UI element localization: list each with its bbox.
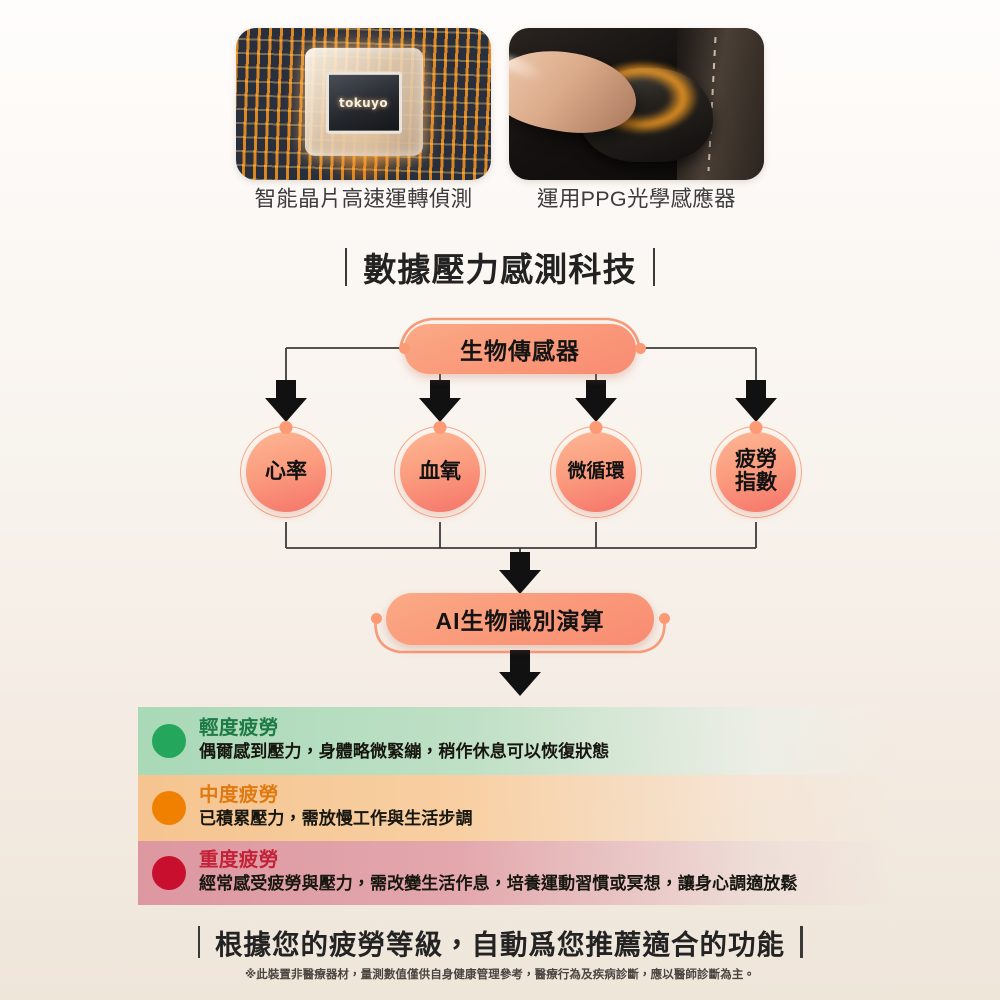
footer-divider-right bbox=[800, 926, 803, 958]
fatigue-level-moderate[interactable]: 中度疲勞 已積累壓力，需放慢工作與生活步調 bbox=[138, 775, 898, 841]
node-ai-algorithm[interactable]: AI生物識別演算 bbox=[386, 593, 654, 645]
level-severe-texts: 重度疲勞 經常感受疲勞與壓力，需改變生活作息，培養運動習慣或冥想，讓身心調適放鬆 bbox=[199, 849, 798, 897]
stress-sensing-flow-diagram: 生物傳感器 心率 血氧 微循環 bbox=[0, 300, 1000, 710]
chip-brand-label: tokuyo bbox=[339, 95, 388, 110]
finger-highlight-decoration bbox=[509, 51, 547, 84]
fatigue-index-line-1: 疲勞 bbox=[735, 448, 777, 472]
arrow-to-levels bbox=[499, 650, 541, 696]
footer-divider-left bbox=[197, 926, 200, 958]
footer-headline-row: 根據您的疲勞等級，自動爲您推薦適合的功能 bbox=[0, 922, 1000, 962]
node-blood-oxygen[interactable]: 血氧 bbox=[394, 421, 486, 518]
diagram-connectors bbox=[265, 317, 777, 696]
heart-rate-dot bbox=[279, 421, 293, 434]
node-ai-algorithm-label: AI生物識別演算 bbox=[435, 608, 605, 634]
level-moderate-texts: 中度疲勞 已積累壓力，需放慢工作與生活步調 bbox=[199, 784, 473, 832]
fatigue-index-dot bbox=[749, 421, 763, 434]
root-dot-right bbox=[635, 343, 646, 354]
blood-oxygen-body: 血氧 bbox=[400, 432, 480, 512]
algorithm-dot-right bbox=[659, 613, 670, 624]
smart-chip-photo: tokuyo bbox=[236, 28, 491, 180]
chip-die: tokuyo bbox=[325, 71, 402, 134]
fatigue-index-body: 疲勞 指數 bbox=[716, 432, 796, 512]
node-bio-sensor-label: 生物傳感器 bbox=[460, 338, 580, 364]
node-fatigue-index[interactable]: 疲勞 指數 bbox=[710, 421, 802, 518]
heart-rate-body: 心率 bbox=[246, 432, 326, 512]
fatigue-index-line-2: 指數 bbox=[735, 471, 777, 494]
level-light-dot-icon bbox=[152, 724, 186, 758]
level-light-texts: 輕度疲勞 偶爾感到壓力，身體略微緊繃，稍作休息可以恢復狀態 bbox=[199, 717, 609, 765]
node-heart-rate[interactable]: 心率 bbox=[240, 421, 332, 518]
title-divider-right bbox=[652, 248, 656, 286]
level-severe-dot-icon bbox=[152, 856, 186, 890]
level-severe-title: 重度疲勞 bbox=[199, 849, 279, 872]
microcirculation-body: 微循環 bbox=[556, 432, 636, 512]
level-moderate-dot-icon bbox=[152, 791, 186, 825]
root-arc-decoration bbox=[398, 317, 642, 351]
level-light-desc: 偶爾感到壓力，身體略微緊繃，稍作休息可以恢復狀態 bbox=[199, 741, 610, 761]
footer-disclaimer: ※此裝置非醫療器材，量測數值僅供自身健康管理參考，醫療行為及疾病診斷，應以醫師診… bbox=[244, 969, 756, 981]
arrow-to-metric-3 bbox=[575, 380, 617, 422]
node-heart-rate-label: 心率 bbox=[265, 459, 307, 483]
microcirculation-dot bbox=[589, 421, 603, 434]
arrow-to-metric-2 bbox=[419, 380, 461, 422]
title-divider-left bbox=[344, 248, 348, 286]
fatigue-level-severe[interactable]: 重度疲勞 經常感受疲勞與壓力，需改變生活作息，培養運動習慣或冥想，讓身心調適放鬆 bbox=[138, 841, 898, 905]
level-severe-desc: 經常感受疲勞與壓力，需改變生活作息，培養運動習慣或冥想，讓身心調適放鬆 bbox=[199, 873, 798, 893]
arrow-group-down-to-metrics bbox=[265, 380, 777, 422]
node-fatigue-index-label: 疲勞 指數 bbox=[735, 449, 777, 494]
level-moderate-title: 中度疲勞 bbox=[199, 784, 279, 807]
section-title: 數據壓力感測科技 bbox=[0, 243, 1000, 291]
caption-ppg-sensor: 運用PPG光學感應器 bbox=[537, 187, 736, 211]
root-dot-left bbox=[399, 343, 410, 354]
level-moderate-desc: 已積累壓力，需放慢工作與生活步調 bbox=[199, 808, 473, 828]
footer-headline: 根據您的疲勞等級，自動爲您推薦適合的功能 bbox=[215, 929, 785, 960]
node-blood-oxygen-label: 血氧 bbox=[419, 459, 461, 483]
node-microcirculation-label: 微循環 bbox=[567, 460, 625, 482]
arrow-to-algorithm bbox=[499, 552, 541, 594]
photo-row: tokuyo bbox=[0, 28, 1000, 180]
fatigue-level-list: 輕度疲勞 偶爾感到壓力，身體略微緊繃，稍作休息可以恢復狀態 中度疲勞 已積累壓力… bbox=[138, 707, 898, 905]
arrow-to-metric-4 bbox=[735, 380, 777, 422]
node-microcirculation[interactable]: 微循環 bbox=[550, 421, 642, 518]
section-title-text: 數據壓力感測科技 bbox=[363, 251, 637, 288]
blood-oxygen-dot bbox=[433, 421, 447, 434]
algorithm-dot-left bbox=[371, 613, 382, 624]
arrow-to-metric-1 bbox=[265, 380, 307, 422]
fatigue-level-light[interactable]: 輕度疲勞 偶爾感到壓力，身體略微緊繃，稍作休息可以恢復狀態 bbox=[138, 707, 898, 775]
photo-captions: 智能晶片高速運轉偵測 運用PPG光學感應器 bbox=[0, 182, 1000, 213]
caption-smart-chip: 智能晶片高速運轉偵測 bbox=[254, 187, 473, 211]
ppg-sensor-photo bbox=[509, 28, 764, 180]
node-bio-sensor[interactable]: 生物傳感器 bbox=[404, 324, 636, 374]
level-light-title: 輕度疲勞 bbox=[199, 717, 279, 740]
